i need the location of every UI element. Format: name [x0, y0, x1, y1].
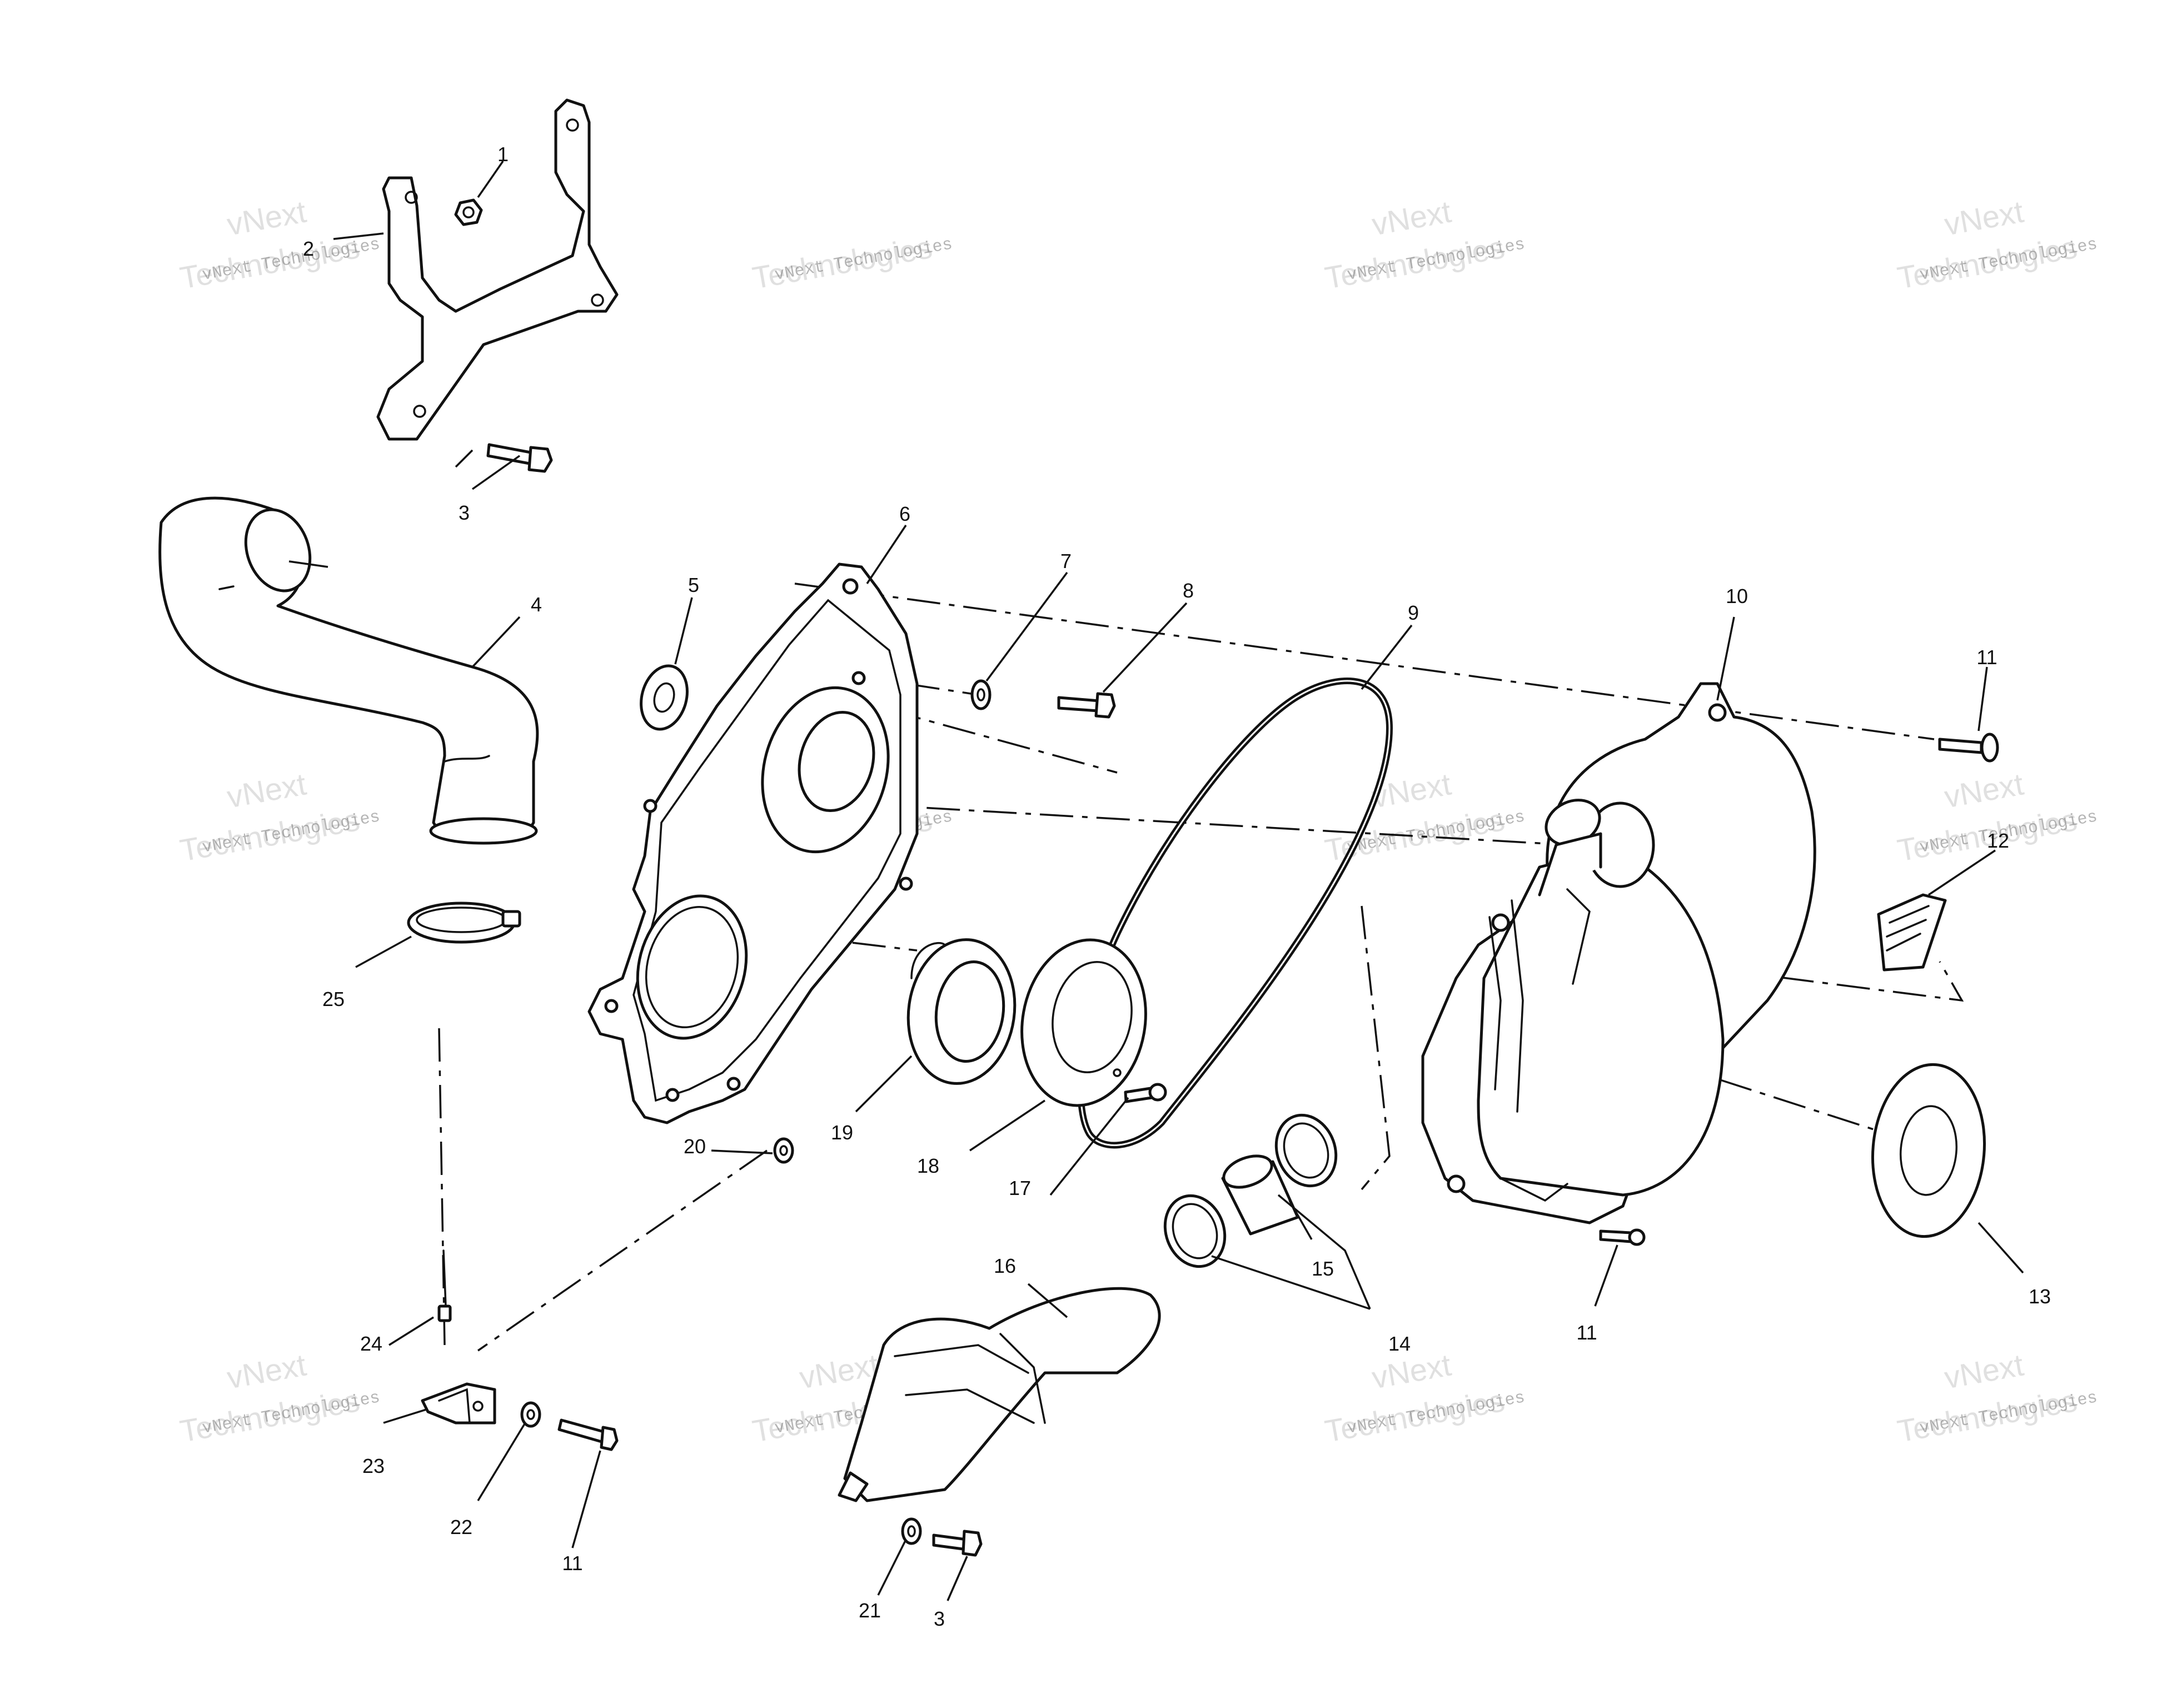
hex-nut[interactable] [454, 198, 483, 226]
svg-text:vNext: vNext [797, 1347, 881, 1396]
sprocket-cover[interactable] [1009, 930, 1159, 1116]
flat-washer-7[interactable] [970, 679, 992, 710]
svg-text:vNext: vNext [1942, 194, 2026, 242]
clamp-small-lower[interactable] [1155, 1187, 1234, 1275]
svg-text:vNext: vNext [1369, 194, 1454, 242]
warning-decal[interactable] [1877, 893, 1947, 972]
bolt-upper[interactable] [486, 443, 553, 473]
clamp-small-upper[interactable] [1267, 1107, 1346, 1194]
callout-7: 7 [1060, 550, 1072, 572]
intake-duct[interactable] [158, 496, 539, 845]
callout-11-left: 11 [562, 1552, 582, 1575]
hose-clamp-large[interactable] [407, 902, 521, 944]
screw-11-left[interactable] [557, 1418, 619, 1451]
callout-20: 20 [684, 1135, 706, 1158]
callout-12: 12 [1987, 829, 2009, 852]
svg-text:vNext: vNext [1369, 1347, 1454, 1396]
screw-11-upper[interactable] [1938, 733, 1999, 763]
bearing-seal[interactable] [899, 933, 1024, 1090]
svg-text:vNext: vNext [225, 194, 309, 242]
callout-3-lower: 3 [934, 1607, 945, 1630]
callout-labels: 1 2 3 4 5 6 7 8 9 10 11 12 13 14 15 16 1… [303, 143, 2051, 1630]
svg-text:vNext: vNext [225, 766, 309, 815]
callout-8: 8 [1183, 579, 1194, 602]
watermark-r3c4: Technologies vNext vNext Technologies [1895, 1347, 2099, 1449]
callout-10: 10 [1726, 585, 1748, 607]
callout-24: 24 [360, 1332, 382, 1355]
drive-chain[interactable] [1077, 678, 1393, 1149]
watermark-r2c1: Technologies vNext vNext Technologies [177, 766, 381, 868]
callout-14: 14 [1388, 1332, 1411, 1355]
washer-21[interactable] [901, 1517, 922, 1545]
callout-16: 16 [994, 1254, 1016, 1277]
coupling-sleeve[interactable] [1219, 1150, 1299, 1236]
svg-text:vNext: vNext [225, 1347, 309, 1396]
svg-text:vNext: vNext [1942, 766, 2026, 815]
bolt-8[interactable] [1057, 692, 1116, 719]
callout-2: 2 [303, 237, 314, 260]
watermark-r3c3: Technologies vNext vNext Technologies [1322, 1347, 1526, 1449]
callout-18: 18 [917, 1154, 939, 1177]
screw-11-lower[interactable] [1599, 1228, 1646, 1246]
watermark-r1c3: Technologies vNext vNext Technologies [1322, 194, 1526, 296]
thrust-washer[interactable] [634, 661, 694, 735]
chaincase-plate[interactable] [587, 562, 919, 1124]
sensor-probe[interactable] [437, 1249, 452, 1322]
callout-3-upper: 3 [459, 501, 470, 524]
callout-1: 1 [497, 143, 509, 166]
callout-13: 13 [2029, 1285, 2051, 1308]
outlet-duct[interactable] [838, 1287, 1161, 1502]
watermark-r1c2: Technologies vNext Technologies [750, 230, 954, 296]
callout-5: 5 [688, 574, 699, 596]
leader-lines [333, 161, 2024, 1601]
mounting-bracket[interactable] [376, 98, 619, 441]
callout-11-lower: 11 [1576, 1321, 1597, 1344]
watermark-r1c4: Technologies vNext vNext Technologies [1895, 194, 2099, 296]
sensor-bracket[interactable] [421, 1382, 496, 1425]
callout-17: 17 [1009, 1177, 1031, 1199]
washer-20[interactable] [773, 1137, 794, 1164]
cover-gasket[interactable] [1866, 1060, 1991, 1241]
washer-22[interactable] [520, 1401, 541, 1428]
chaincase-cover[interactable] [1421, 682, 1816, 1224]
bolt-lower[interactable] [932, 1530, 983, 1557]
callout-22: 22 [450, 1516, 472, 1538]
callout-21: 21 [859, 1599, 881, 1622]
watermark-r3c1: Technologies vNext vNext Technologies [177, 1347, 381, 1449]
callout-19: 19 [831, 1121, 853, 1144]
callout-23: 23 [362, 1455, 385, 1477]
callout-15: 15 [1312, 1257, 1334, 1280]
callout-6: 6 [899, 502, 910, 525]
watermark-r1c1: Technologies vNext vNext Technologies [177, 194, 381, 296]
watermark-r2c3: Technologies vNext vNext Technologies [1322, 766, 1526, 868]
callout-25: 25 [322, 988, 345, 1010]
callout-9: 9 [1408, 601, 1419, 624]
callout-11-upper: 11 [1976, 646, 1997, 669]
svg-text:vNext: vNext [1942, 1347, 2026, 1396]
callout-4: 4 [531, 593, 542, 616]
cover-screw[interactable] [1124, 1083, 1167, 1103]
